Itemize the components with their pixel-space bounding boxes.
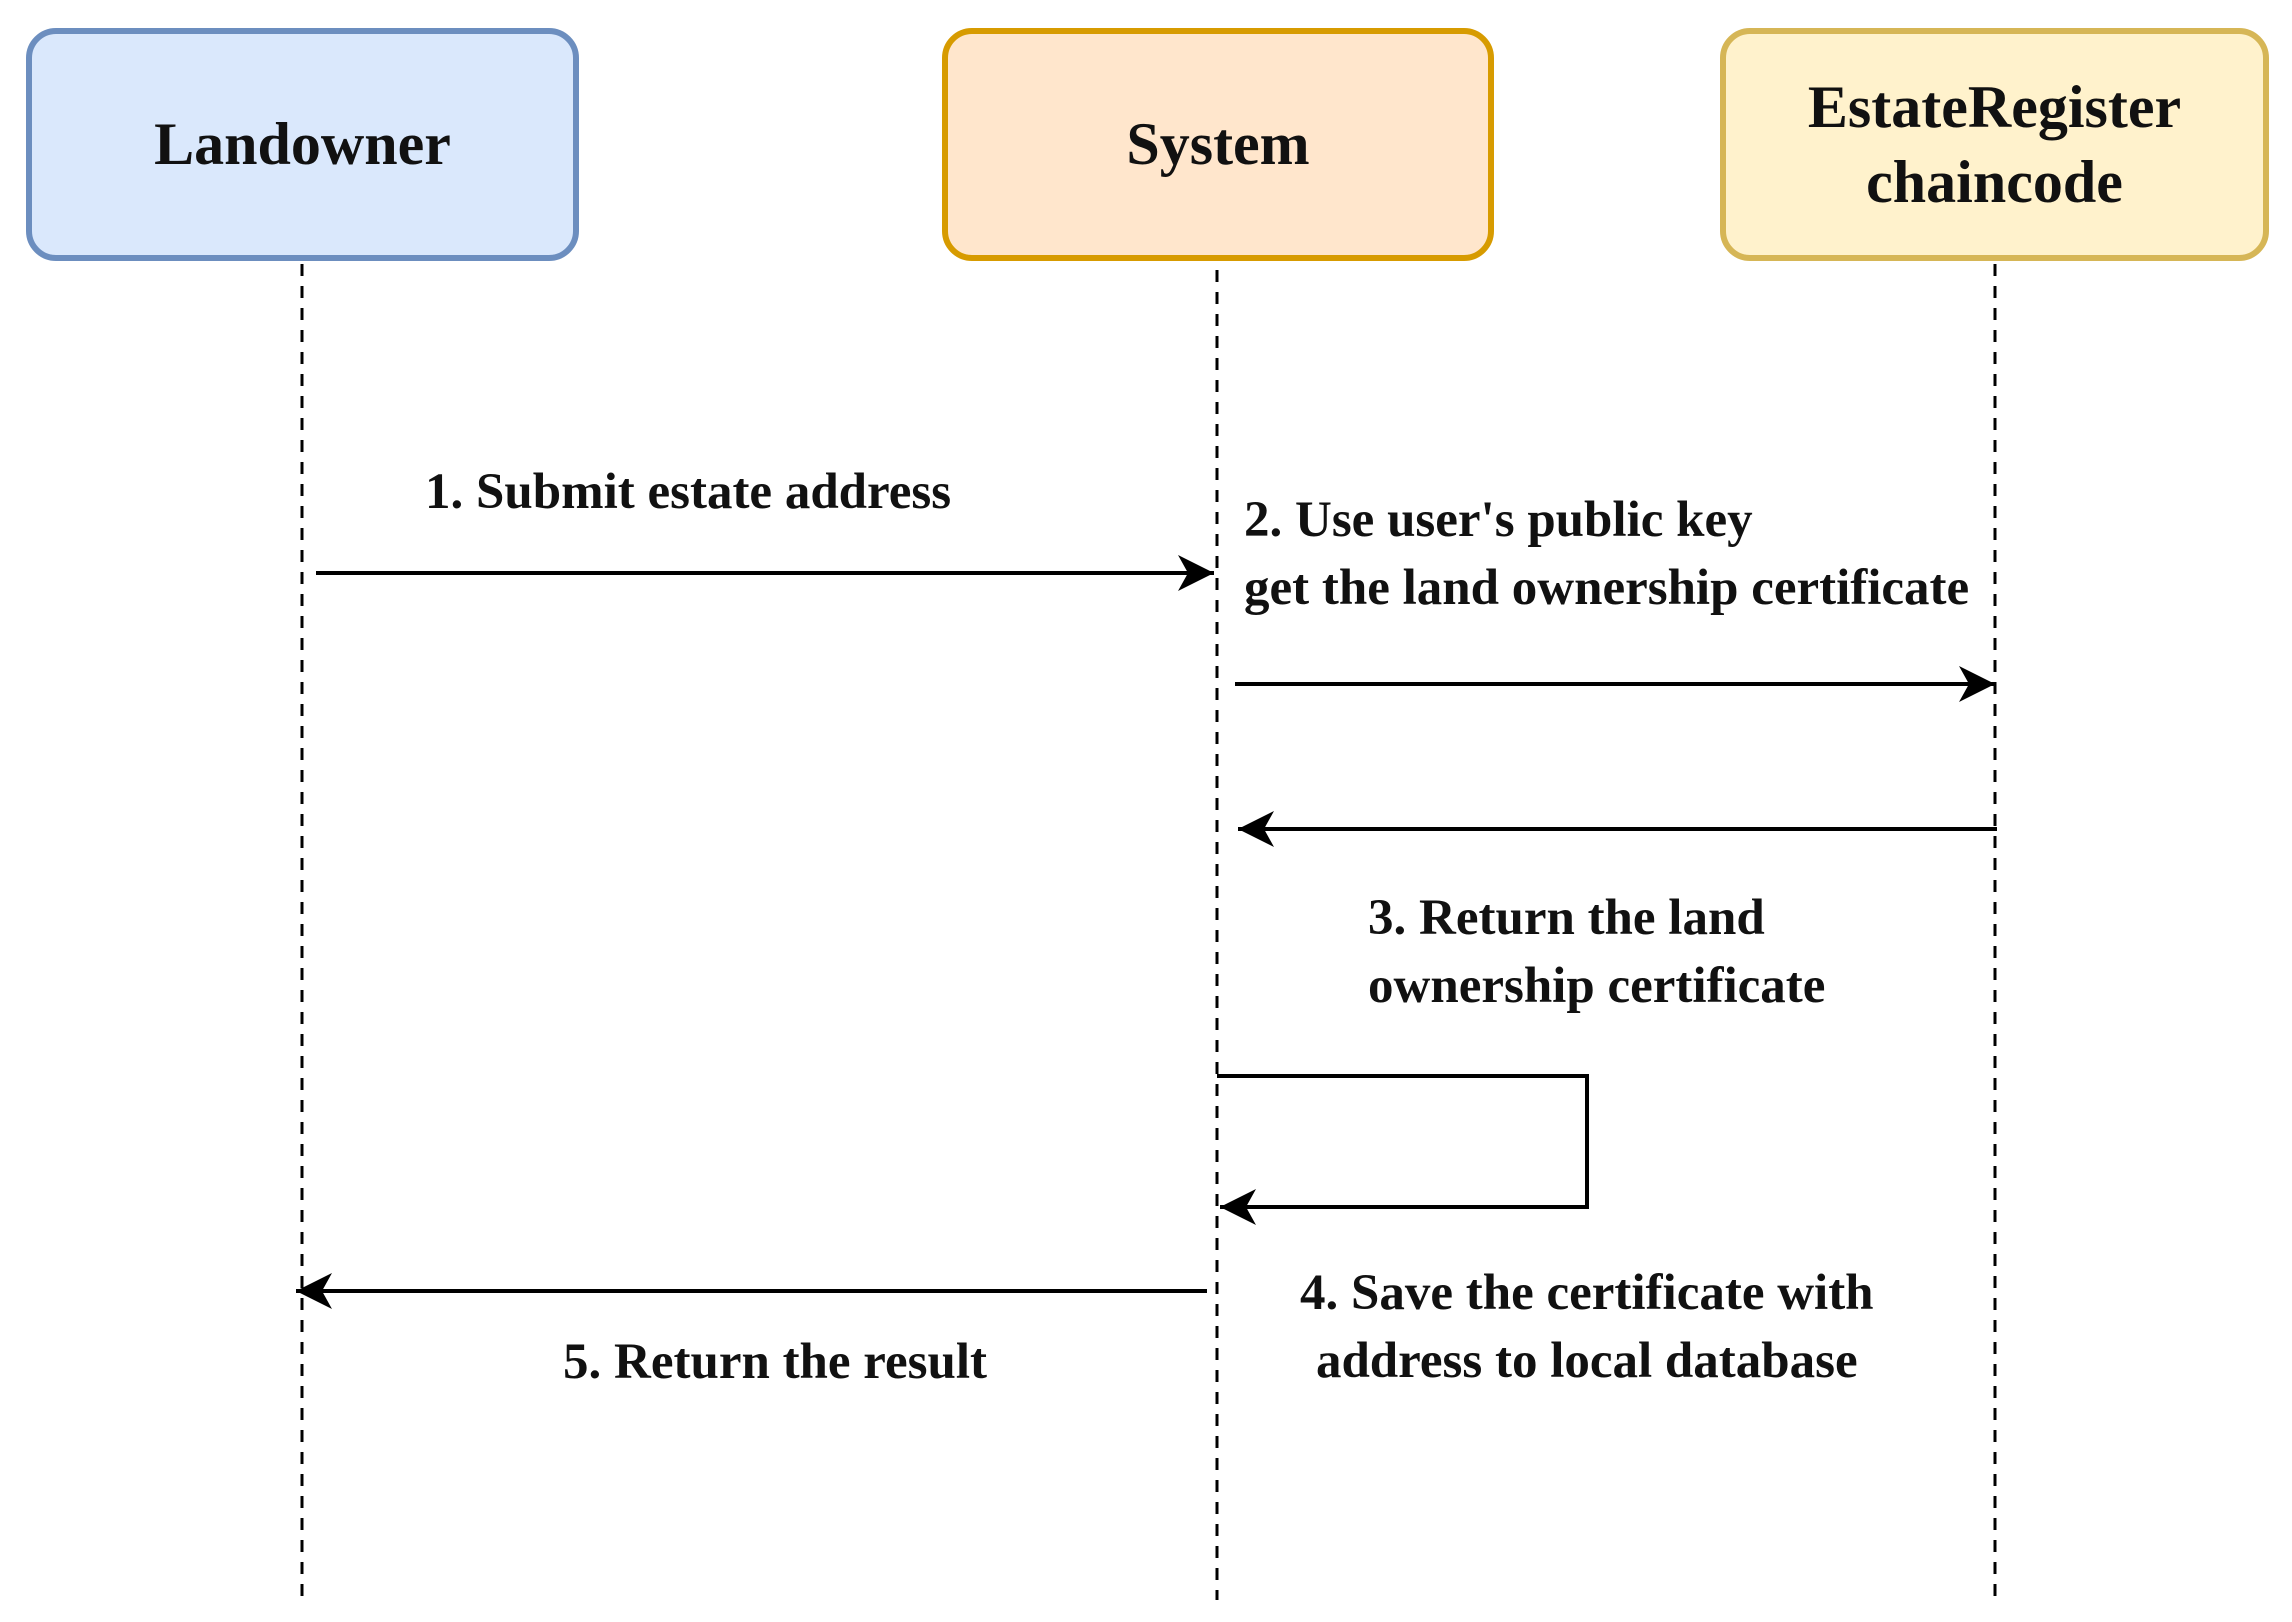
message-label-4: 4. Save the certificate with address to … [1300,1265,1874,1389]
actor-landowner-box: Landowner [26,28,579,261]
actor-chaincode-label: EstateRegister chaincode [1807,73,2182,215]
actor-landowner-label: Landowner [154,111,451,177]
message-label-3: 3. Return the land ownership certificate [1368,890,1826,1014]
message-arrow-4-self-call [1217,1074,1589,1225]
message-label-2: 2. Use user's public key get the land ow… [1244,492,1970,616]
actor-chaincode-box: EstateRegister chaincode [1720,28,2269,261]
message-label-5: 5. Return the result [563,1334,988,1390]
message-label-1: 1. Submit estate address [425,464,952,520]
actor-system-label: System [1126,111,1310,177]
actor-system-box: System [942,28,1494,261]
